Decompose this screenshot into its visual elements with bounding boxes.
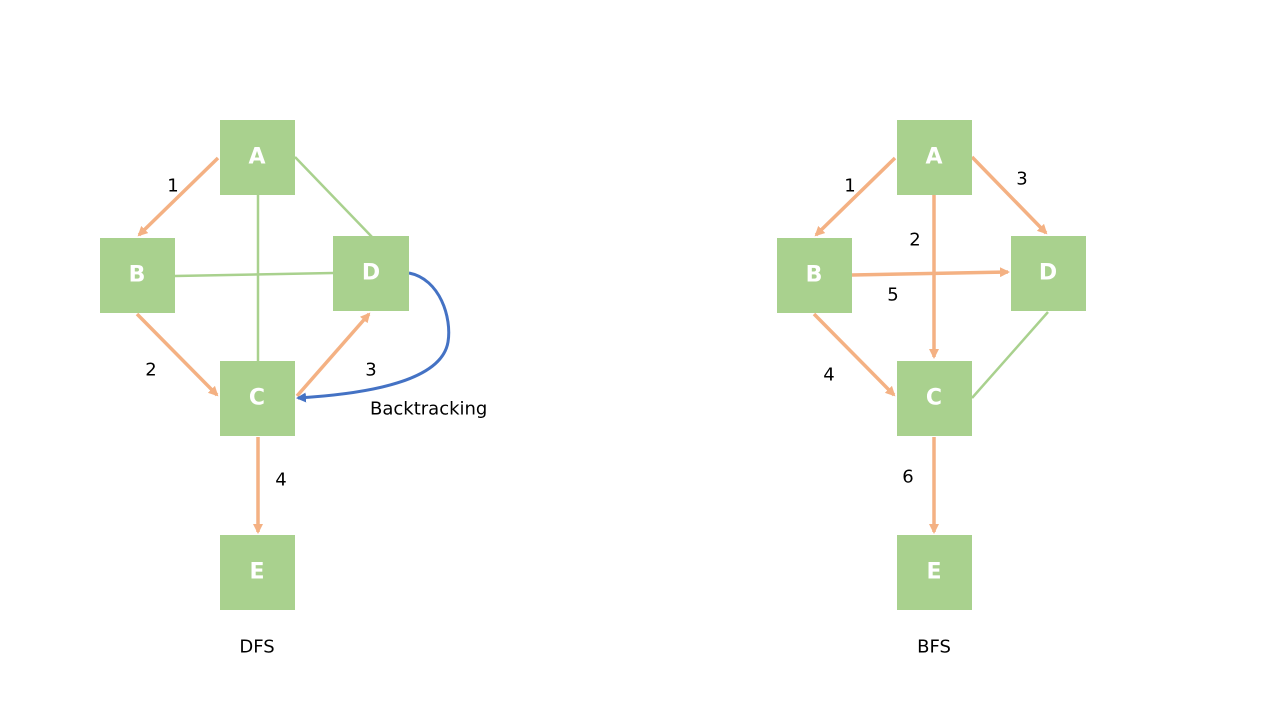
dfs-caption: DFS: [239, 637, 274, 658]
dfs-node-d: D: [333, 236, 409, 311]
bfs-node-c: C: [897, 361, 972, 436]
bfs-step-c-e: 6: [902, 467, 913, 488]
dfs-node-e: E: [220, 535, 295, 610]
dfs-node-c: C: [220, 361, 295, 436]
bfs-node-a-label: A: [925, 145, 942, 170]
bfs-edge-c-d: [971, 311, 1049, 399]
dfs-backtrack-arrow: [296, 271, 451, 403]
bfs-edge-a-b: [814, 156, 897, 237]
bfs-step-b-d: 5: [887, 285, 898, 306]
dfs-edge-b-d: [174, 271, 334, 278]
dfs-step-b-c: 2: [145, 360, 156, 381]
bfs-step-a-c: 2: [909, 230, 920, 251]
bfs-step-b-c: 4: [823, 365, 834, 386]
bfs-node-c-label: C: [926, 386, 942, 411]
dfs-node-c-label: C: [249, 386, 265, 411]
dfs-node-b: B: [100, 238, 175, 313]
bfs-node-b: B: [777, 238, 852, 313]
bfs-node-b-label: B: [806, 263, 823, 288]
dfs-node-e-label: E: [249, 560, 264, 585]
dfs-step-c-d: 3: [365, 360, 376, 381]
bfs-graph: A B D C E 1 2 3 4 5 6 BFS: [777, 120, 1086, 658]
dfs-graph: A B D C E 1 2 3 4 Backtracking DFS: [100, 120, 487, 658]
bfs-node-d-label: D: [1039, 261, 1057, 286]
bfs-node-a: A: [897, 120, 972, 195]
bfs-step-a-d: 3: [1016, 169, 1027, 190]
dfs-node-b-label: B: [129, 263, 146, 288]
dfs-node-a: A: [220, 120, 295, 195]
bfs-node-d: D: [1011, 236, 1086, 311]
dfs-node-a-label: A: [248, 145, 265, 170]
bfs-node-e-label: E: [926, 560, 941, 585]
bfs-edge-a-d: [970, 155, 1048, 235]
dfs-step-a-b: 1: [167, 176, 178, 197]
bfs-node-e: E: [897, 535, 972, 610]
dfs-backtracking-label: Backtracking: [370, 399, 487, 420]
bfs-edge-b-d: [851, 267, 1010, 278]
dfs-edge-c-d: [295, 312, 371, 398]
bfs-step-a-b: 1: [844, 176, 855, 197]
dfs-edge-b-c: [135, 312, 219, 397]
bfs-caption: BFS: [917, 637, 951, 658]
bfs-edge-b-c: [812, 312, 896, 397]
dfs-step-c-e: 4: [275, 470, 286, 491]
dfs-node-d-label: D: [362, 261, 380, 286]
dfs-edge-a-d: [294, 156, 373, 238]
dfs-edge-a-b: [137, 156, 220, 237]
